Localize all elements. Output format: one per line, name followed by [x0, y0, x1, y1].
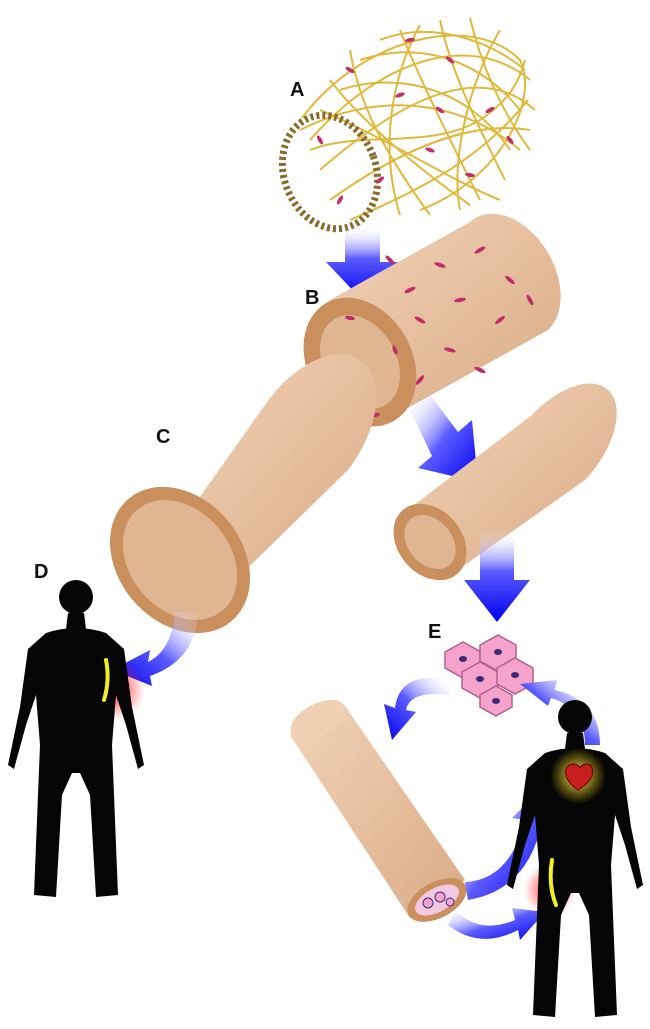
human-right	[507, 700, 643, 1017]
arrow-cells-to-tube	[384, 677, 450, 740]
label-a: A	[290, 79, 305, 101]
label-b: B	[305, 287, 320, 309]
cell-cluster-e	[444, 634, 534, 717]
arrow-tube-to-cells	[464, 530, 530, 622]
arrow-a-to-b	[326, 225, 398, 300]
arrow-human-to-cells	[520, 680, 600, 745]
scaffold-a	[278, 17, 536, 233]
human-d	[8, 580, 145, 897]
label-c: C	[156, 426, 171, 448]
label-d: D	[34, 561, 49, 583]
arrow-tube-to-arm	[448, 908, 545, 940]
tube-bottom	[290, 700, 467, 922]
arrow-b-to-tube-e	[410, 395, 478, 482]
label-e: E	[428, 621, 442, 643]
tube-small	[393, 383, 617, 581]
tube-c	[109, 354, 377, 634]
